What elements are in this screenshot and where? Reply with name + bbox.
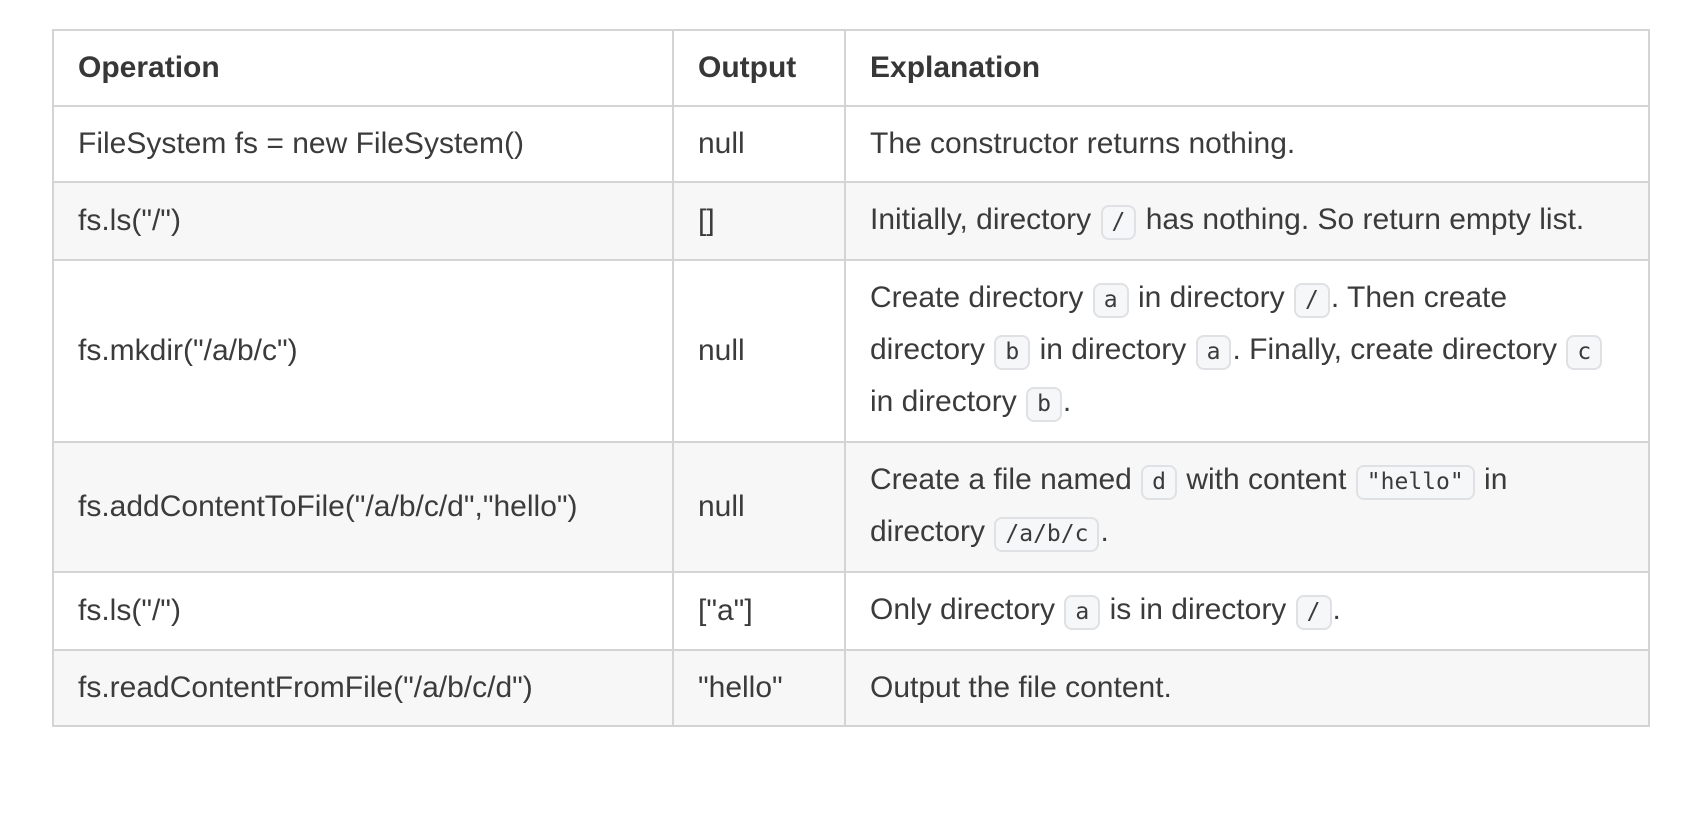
table-row: fs.ls("/")[]Initially, directory / has n… <box>52 181 1650 261</box>
operation-cell: FileSystem fs = new FileSystem() <box>52 105 674 183</box>
inline-code-chip: a <box>1092 283 1129 318</box>
table-header-row: Operation Output Explanation <box>52 29 1650 107</box>
explanation-text: Initially, directory <box>870 203 1100 236</box>
explanation-text: Output the file content. <box>870 671 1172 704</box>
inline-code-chip: "hello" <box>1355 465 1475 500</box>
explanation-cell: Create directory a in directory /. Then … <box>844 259 1650 443</box>
table-row: fs.addContentToFile("/a/b/c/d","hello")n… <box>52 441 1650 573</box>
output-cell: null <box>672 259 846 443</box>
output-cell: [] <box>672 181 846 261</box>
explanation-text: in directory <box>1129 281 1293 314</box>
explanation-text: . Then create directory <box>870 281 1508 366</box>
explanation-text: . <box>1100 515 1109 548</box>
operation-cell: fs.mkdir("/a/b/c") <box>52 259 674 443</box>
explanation-text: in directory <box>870 463 1508 548</box>
explanation-cell: Initially, directory / has nothing. So r… <box>844 181 1650 261</box>
inline-code-chip: / <box>1295 595 1332 630</box>
explanation-text: with content <box>1178 463 1355 496</box>
explanation-text: . <box>1332 593 1341 626</box>
inline-code-chip: a <box>1195 335 1232 370</box>
output-cell: "hello" <box>672 649 846 727</box>
operation-cell: fs.ls("/") <box>52 181 674 261</box>
column-header-explanation: Explanation <box>844 29 1650 107</box>
operation-cell: fs.ls("/") <box>52 571 674 651</box>
explanation-cell: The constructor returns nothing. <box>844 105 1650 183</box>
explanation-text: in directory <box>1031 333 1195 366</box>
explanation-text: The constructor returns nothing. <box>870 127 1296 160</box>
explanation-text: in directory <box>870 385 1026 418</box>
explanation-text: Only directory <box>870 593 1064 626</box>
explanation-text: . Finally, create directory <box>1232 333 1566 366</box>
operation-cell: fs.addContentToFile("/a/b/c/d","hello") <box>52 441 674 573</box>
inline-code-chip: a <box>1064 595 1101 630</box>
explanation-cell: Create a file named d with content "hell… <box>844 441 1650 573</box>
operation-cell: fs.readContentFromFile("/a/b/c/d") <box>52 649 674 727</box>
table-row: fs.ls("/")["a"]Only directory a is in di… <box>52 571 1650 651</box>
inline-code-chip: b <box>1026 387 1062 422</box>
explanation-text: . <box>1062 385 1072 418</box>
filesystem-operations-table: Operation Output Explanation FileSystem … <box>52 29 1650 727</box>
column-header-operation: Operation <box>52 29 674 107</box>
output-cell: ["a"] <box>672 571 846 651</box>
output-cell: null <box>672 441 846 573</box>
explanation-text: Create a file named <box>870 463 1141 496</box>
inline-code-chip: b <box>994 335 1031 370</box>
inline-code-chip: c <box>1566 335 1603 370</box>
table-header: Operation Output Explanation <box>52 29 1650 107</box>
inline-code-chip: d <box>1141 465 1178 500</box>
explanation-cell: Output the file content. <box>844 649 1650 727</box>
explanation-text: has nothing. So return empty list. <box>1137 203 1585 236</box>
explanation-cell: Only directory a is in directory /. <box>844 571 1650 651</box>
inline-code-chip: / <box>1100 205 1137 240</box>
output-cell: null <box>672 105 846 183</box>
explanation-text: Create directory <box>870 281 1092 314</box>
explanation-text: is in directory <box>1101 593 1295 626</box>
table-row: FileSystem fs = new FileSystem()null The … <box>52 105 1650 183</box>
inline-code-chip: / <box>1294 283 1330 318</box>
inline-code-chip: /a/b/c <box>994 517 1100 552</box>
table-row: fs.readContentFromFile("/a/b/c/d")"hello… <box>52 649 1650 727</box>
column-header-output: Output <box>672 29 846 107</box>
